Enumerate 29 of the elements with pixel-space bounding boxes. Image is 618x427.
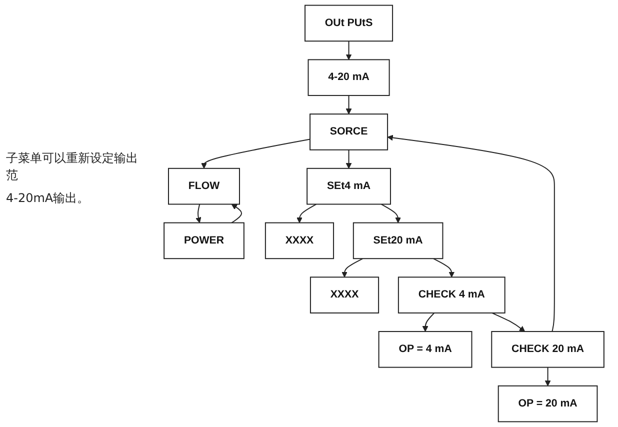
node-box: SEt20 mA bbox=[352, 222, 444, 260]
node-box: CHECK 4 mA bbox=[398, 276, 506, 314]
arrow bbox=[342, 258, 364, 278]
arrow bbox=[196, 204, 202, 224]
arrow bbox=[387, 134, 555, 332]
node-box: CHECK 20 mA bbox=[491, 331, 604, 368]
node-box: POWER bbox=[164, 222, 244, 260]
arrow bbox=[231, 204, 242, 224]
arrow bbox=[346, 94, 352, 114]
node-box: SORCE bbox=[310, 114, 388, 150]
arrow bbox=[432, 258, 455, 278]
arrow bbox=[346, 40, 352, 60]
arrow bbox=[346, 149, 352, 169]
arrow bbox=[422, 312, 435, 332]
note-text: 4-20mA输出。 bbox=[6, 190, 90, 207]
note-text: 子菜单可以重新设定输出范 bbox=[6, 150, 139, 184]
node-box: XXXX bbox=[310, 276, 380, 314]
arrow bbox=[380, 204, 401, 224]
node-box: 4-20 mA bbox=[308, 59, 390, 96]
node-box: XXXX bbox=[264, 222, 334, 260]
arrow bbox=[201, 138, 311, 169]
node-box: OP = 20 mA bbox=[498, 385, 598, 422]
arrow bbox=[544, 366, 551, 386]
node-box: FLOW bbox=[168, 168, 240, 205]
node-box: OUt PUtS bbox=[304, 4, 394, 42]
arrow bbox=[491, 312, 526, 332]
node-box: SEt4 mA bbox=[306, 168, 391, 205]
arrow bbox=[296, 204, 317, 224]
node-box: OP = 4 mA bbox=[378, 331, 472, 368]
